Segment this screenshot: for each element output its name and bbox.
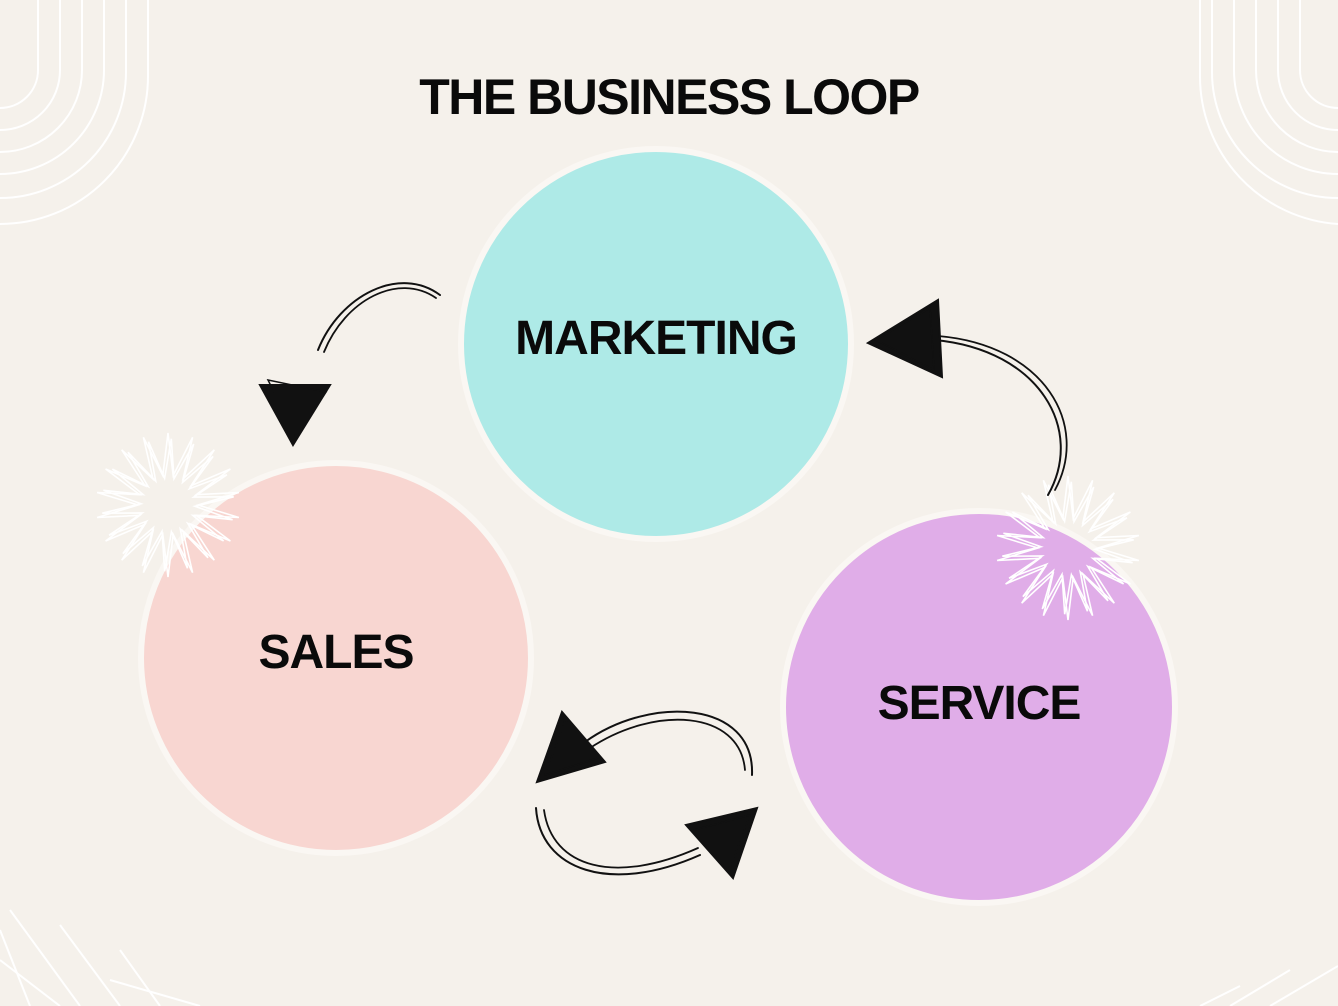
node-marketing-label: MARKETING: [515, 311, 798, 365]
page-title: THE BUSINESS LOOP: [419, 69, 920, 125]
arrow-service-to-marketing: [865, 298, 1068, 496]
arrow-marketing-to-sales: [258, 282, 441, 447]
sparkle-icon: [996, 475, 1140, 621]
node-marketing: MARKETING: [458, 146, 854, 542]
bottom-left-rays: [0, 909, 201, 1006]
node-sales-label: SALES: [258, 625, 414, 679]
bottom-right-rays: [1199, 965, 1338, 1006]
node-service-label: SERVICE: [877, 676, 1082, 730]
corner-arcs-left: [0, 0, 149, 225]
arrow-service-to-sales: [535, 710, 754, 784]
node-sales: SALES: [138, 460, 534, 856]
corner-arcs-right: [1198, 0, 1338, 225]
sparkle-icon: [96, 432, 240, 578]
arrow-sales-to-service: [535, 806, 759, 880]
